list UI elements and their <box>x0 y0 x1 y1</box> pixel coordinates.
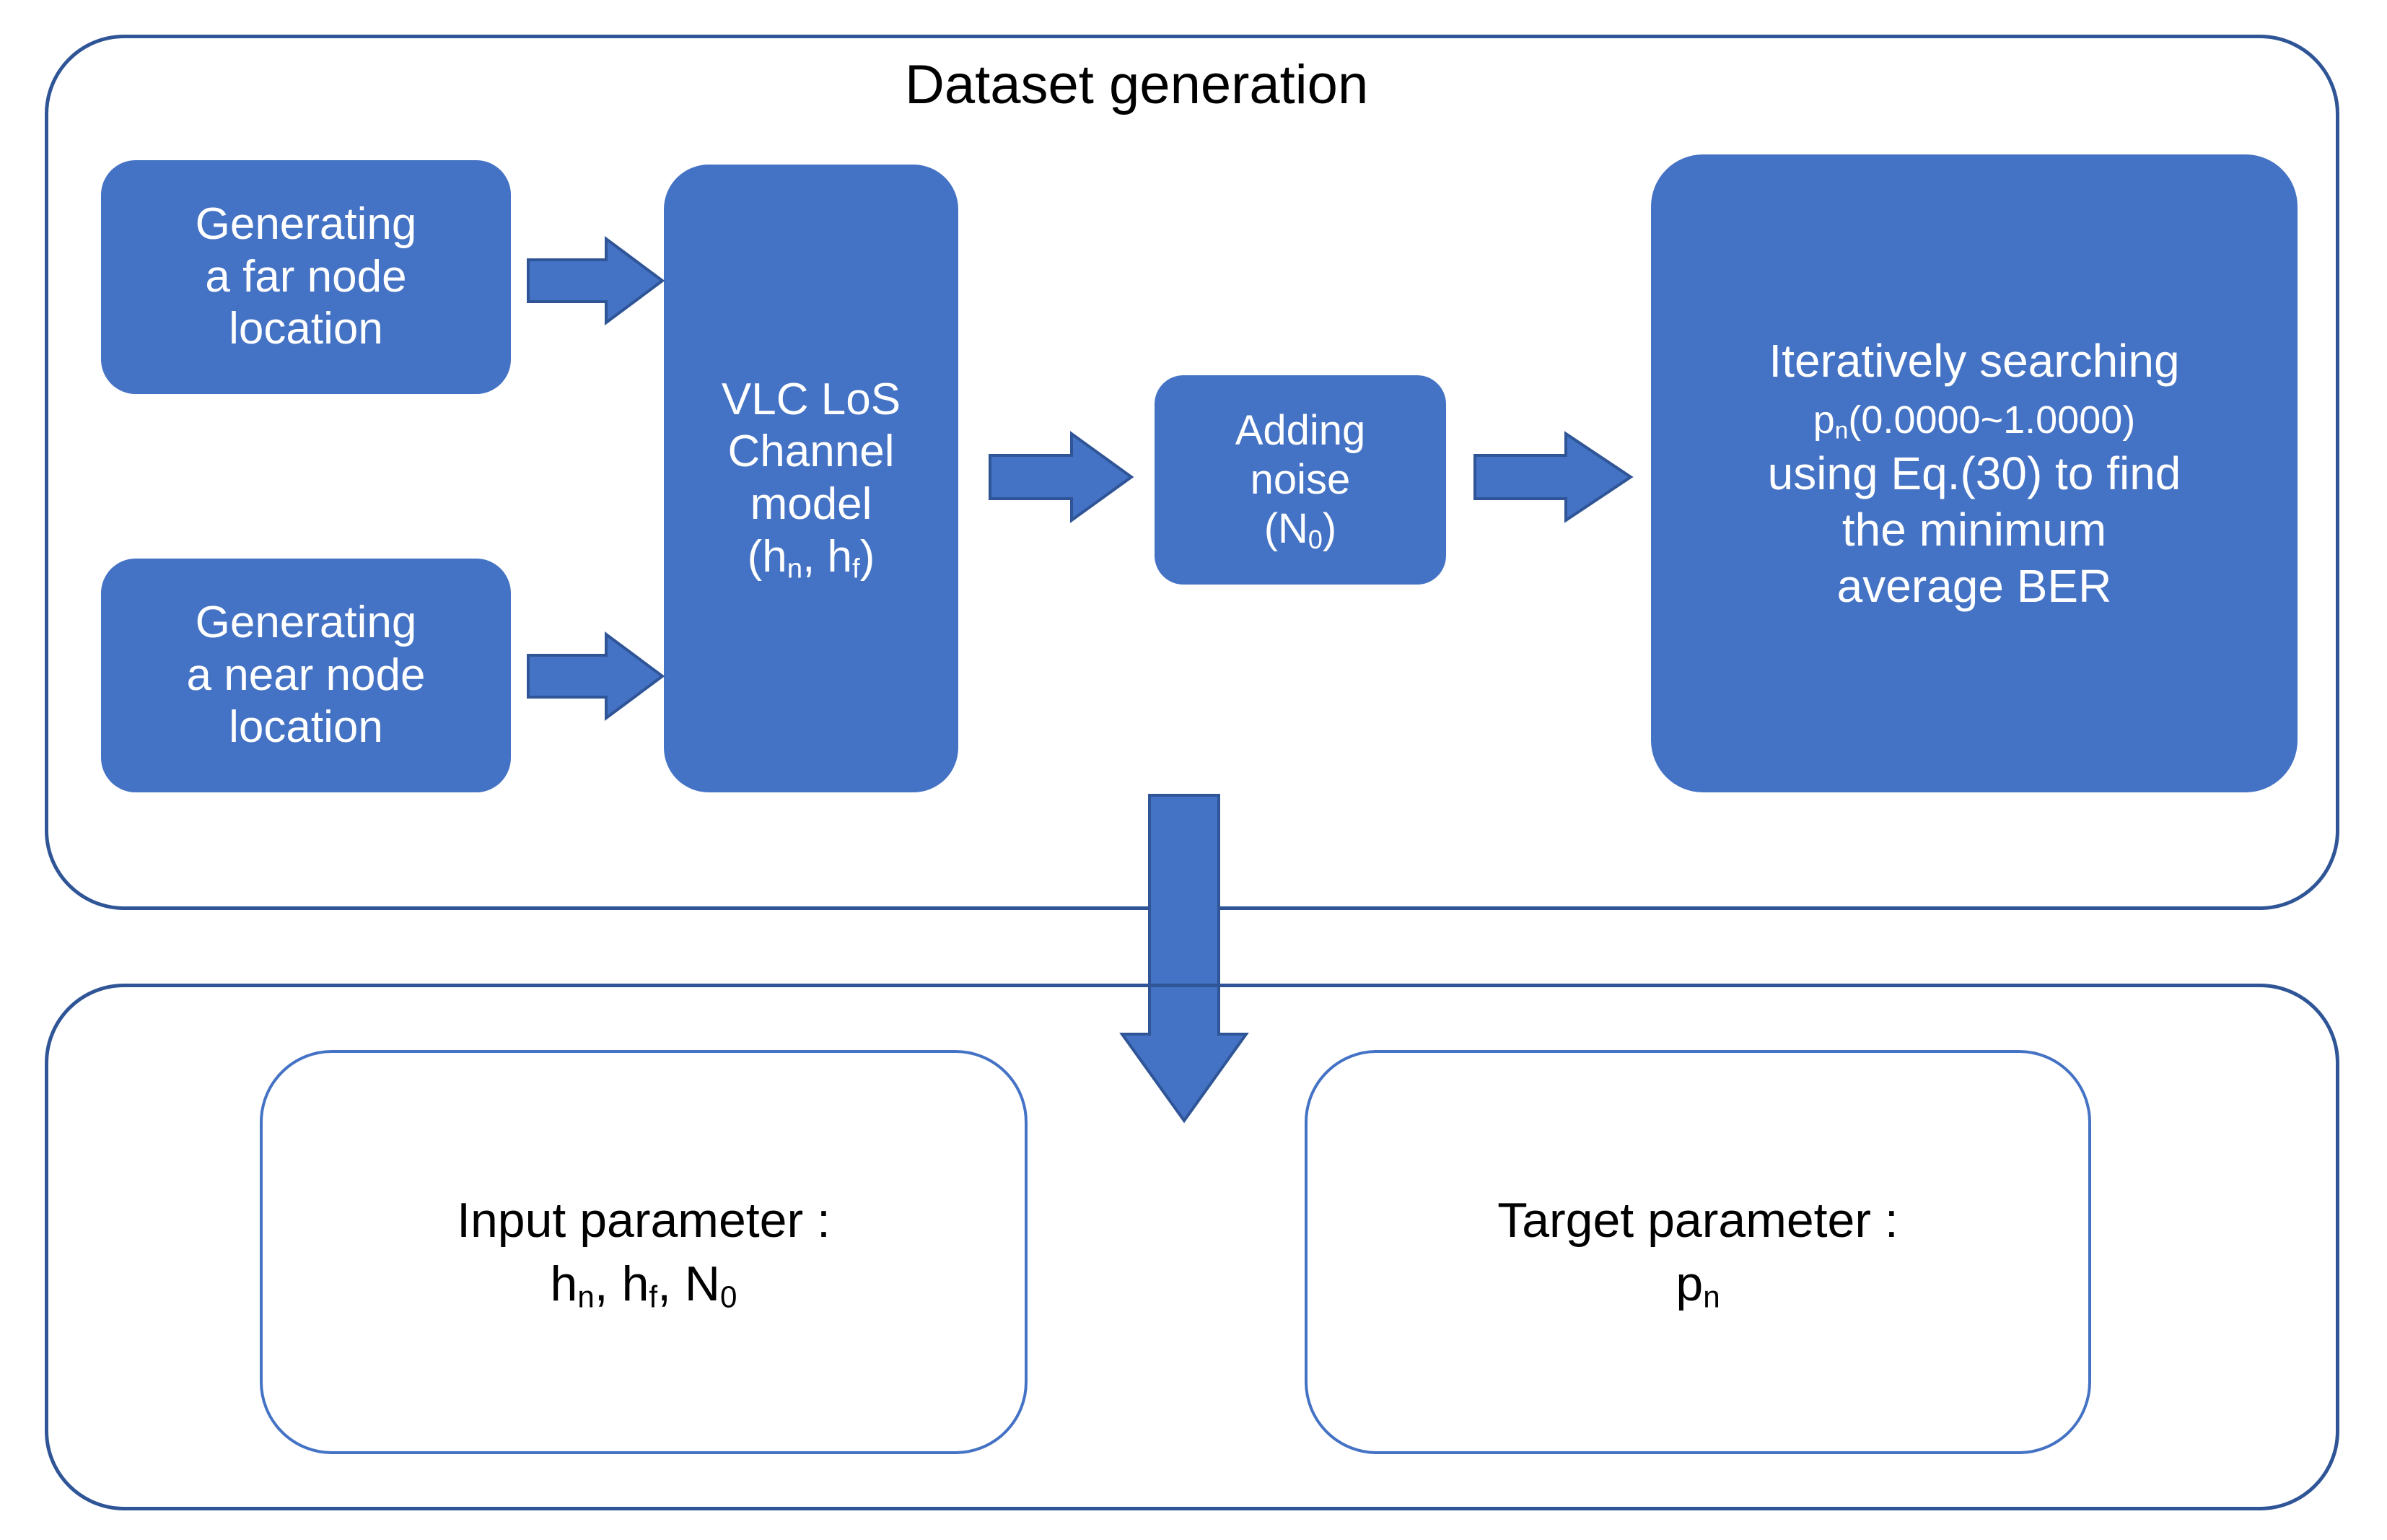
arrow-dataset-to-parameters-icon <box>1119 794 1249 1124</box>
noise-formula-suffix: ) <box>1322 504 1337 552</box>
noise-line-2: noise <box>1250 456 1351 504</box>
target-parameter-text: Target parameter : pn <box>1497 1189 1898 1316</box>
vlc-channel-formula: (hn, hf) <box>748 532 875 582</box>
iterative-line-1: Iteratively searching <box>1769 334 2180 387</box>
target-parameter-label: Target parameter : <box>1497 1192 1898 1248</box>
vlc-los-channel-model-box[interactable]: VLC LoS Channel model (hn, hf) <box>664 165 958 792</box>
input-parameter-label: Input parameter : <box>457 1192 831 1248</box>
vlc-line-2: Channel <box>727 426 895 477</box>
iterative-formula-range: (0.0000~1.0000) <box>1848 398 2136 442</box>
vlc-formula-sub-n: n <box>787 552 803 584</box>
far-node-line-2: a far node <box>205 251 407 302</box>
input-parameter-text: Input parameter : hn, hf, N0 <box>457 1189 831 1316</box>
arrow-channel-to-noise-icon <box>989 431 1134 523</box>
input-n-sub-0: 0 <box>720 1279 737 1314</box>
iterative-line-4: the minimum <box>1841 504 2107 556</box>
vlc-channel-text: VLC LoS Channel model (hn, hf) <box>722 374 901 583</box>
adding-noise-box[interactable]: Adding noise (N0) <box>1155 375 1446 585</box>
generating-far-node-box[interactable]: Generating a far node location <box>101 160 511 394</box>
generating-near-node-text: Generating a near node location <box>187 597 426 754</box>
input-h-sub-n: n <box>577 1279 595 1314</box>
target-p-sub-n: n <box>1703 1279 1720 1314</box>
iterative-search-text: Iteratively searching pn(0.0000~1.0000) … <box>1768 333 2181 614</box>
adding-noise-text: Adding noise (N0) <box>1235 406 1366 554</box>
generating-near-node-box[interactable]: Generating a near node location <box>101 559 511 792</box>
noise-formula: (N0) <box>1264 505 1337 552</box>
noise-formula-sub: 0 <box>1308 524 1323 554</box>
parameters-container <box>45 984 2339 1510</box>
target-parameter-box[interactable]: Target parameter : pn <box>1305 1050 2091 1454</box>
input-parameter-value: hn, hf, N0 <box>550 1256 737 1314</box>
far-node-line-1: Generating <box>195 199 417 250</box>
target-p-prefix: p <box>1676 1256 1704 1311</box>
arrow-noise-to-search-icon <box>1473 431 1634 523</box>
vlc-line-1: VLC LoS <box>721 374 901 424</box>
vlc-formula-prefix: (h <box>747 531 787 582</box>
target-parameter-value: pn <box>1676 1256 1720 1314</box>
vlc-formula-suffix: ) <box>859 531 875 582</box>
noise-line-1: Adding <box>1235 407 1366 455</box>
vlc-formula-sub-f: f <box>852 552 860 584</box>
near-node-line-2: a near node <box>186 649 426 700</box>
input-sep-2: , N <box>657 1256 721 1311</box>
far-node-line-3: location <box>229 304 383 354</box>
iterative-line-5: average BER <box>1836 560 2112 613</box>
near-node-line-1: Generating <box>195 598 417 648</box>
vlc-formula-mid: , h <box>802 531 853 582</box>
arrow-far-node-to-channel-icon <box>527 236 665 325</box>
dataset-generation-title: Dataset generation <box>905 54 1369 115</box>
input-h-prefix: h <box>550 1256 578 1311</box>
vlc-line-3: model <box>750 479 872 529</box>
iterative-formula-sub: n <box>1834 417 1849 445</box>
noise-formula-prefix: (N <box>1263 504 1308 552</box>
input-h-sub-f: f <box>649 1279 658 1314</box>
iterative-formula-prefix: p <box>1813 398 1835 442</box>
input-parameter-box[interactable]: Input parameter : hn, hf, N0 <box>260 1050 1028 1454</box>
iterative-line-3: using Eq.(30) to find <box>1767 447 2181 499</box>
iterative-search-box[interactable]: Iteratively searching pn(0.0000~1.0000) … <box>1651 154 2298 792</box>
generating-far-node-text: Generating a far node location <box>196 198 417 356</box>
arrow-near-node-to-channel-icon <box>527 631 665 721</box>
near-node-line-3: location <box>229 702 383 753</box>
iterative-range-formula: pn(0.0000~1.0000) <box>1813 398 2136 445</box>
input-sep-1: , h <box>594 1256 649 1311</box>
